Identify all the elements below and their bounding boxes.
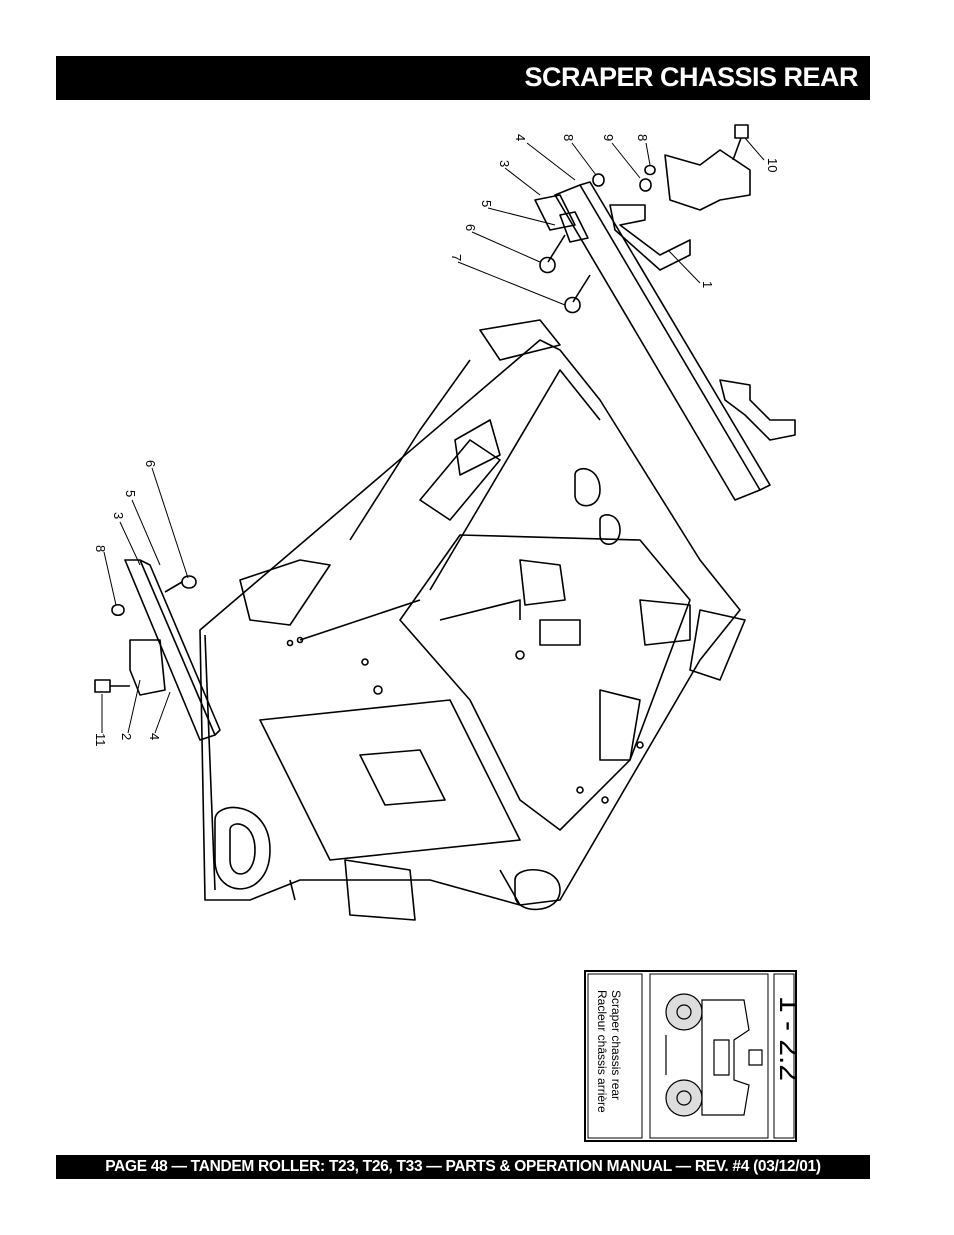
callout-number: 8 (561, 134, 576, 141)
page-title: SCRAPER CHASSIS REAR (524, 62, 858, 92)
roller-thumbnail-icon (665, 993, 763, 1117)
callout-number: 1 (700, 281, 715, 288)
reference-label-en: Scraper chassis rear (609, 990, 623, 1100)
lower-callouts: 6 5 3 8 11 2 4 (93, 460, 162, 747)
callout-number: 4 (147, 733, 162, 740)
callout-number: 5 (479, 200, 494, 207)
page-title-bar: SCRAPER CHASSIS REAR (56, 56, 870, 100)
callout-number: 4 (513, 134, 528, 141)
callout-number: 9 (601, 134, 616, 141)
upper-scraper-bar (534, 124, 796, 501)
callout-number: 10 (765, 158, 780, 172)
callout-number: 6 (463, 224, 478, 231)
callout-number: 8 (635, 134, 650, 141)
page-footer-bar: PAGE 48 — TANDEM ROLLER: T23, T26, T33 —… (56, 1155, 870, 1179)
reference-code: 1 - 2.2 (773, 996, 797, 1081)
lower-scraper-bar (94, 559, 221, 741)
callout-number: 3 (497, 160, 512, 167)
callout-number: 2 (119, 733, 134, 740)
callout-number: 11 (93, 733, 108, 747)
reference-index-card: Scraper chassis rear Racleur châssis arr… (584, 970, 797, 1142)
upper-callouts: 4 8 9 8 10 3 5 6 7 1 (449, 134, 780, 288)
page-footer: PAGE 48 — TANDEM ROLLER: T23, T26, T33 —… (105, 1158, 821, 1175)
callout-number: 8 (93, 545, 108, 552)
reference-label-fr: Racleur châssis arrière (595, 990, 609, 1113)
callout-number: 7 (449, 254, 464, 261)
callout-number: 3 (111, 512, 126, 519)
callout-number: 6 (143, 460, 158, 467)
callout-number: 5 (123, 490, 138, 497)
chassis-frame (199, 319, 746, 921)
